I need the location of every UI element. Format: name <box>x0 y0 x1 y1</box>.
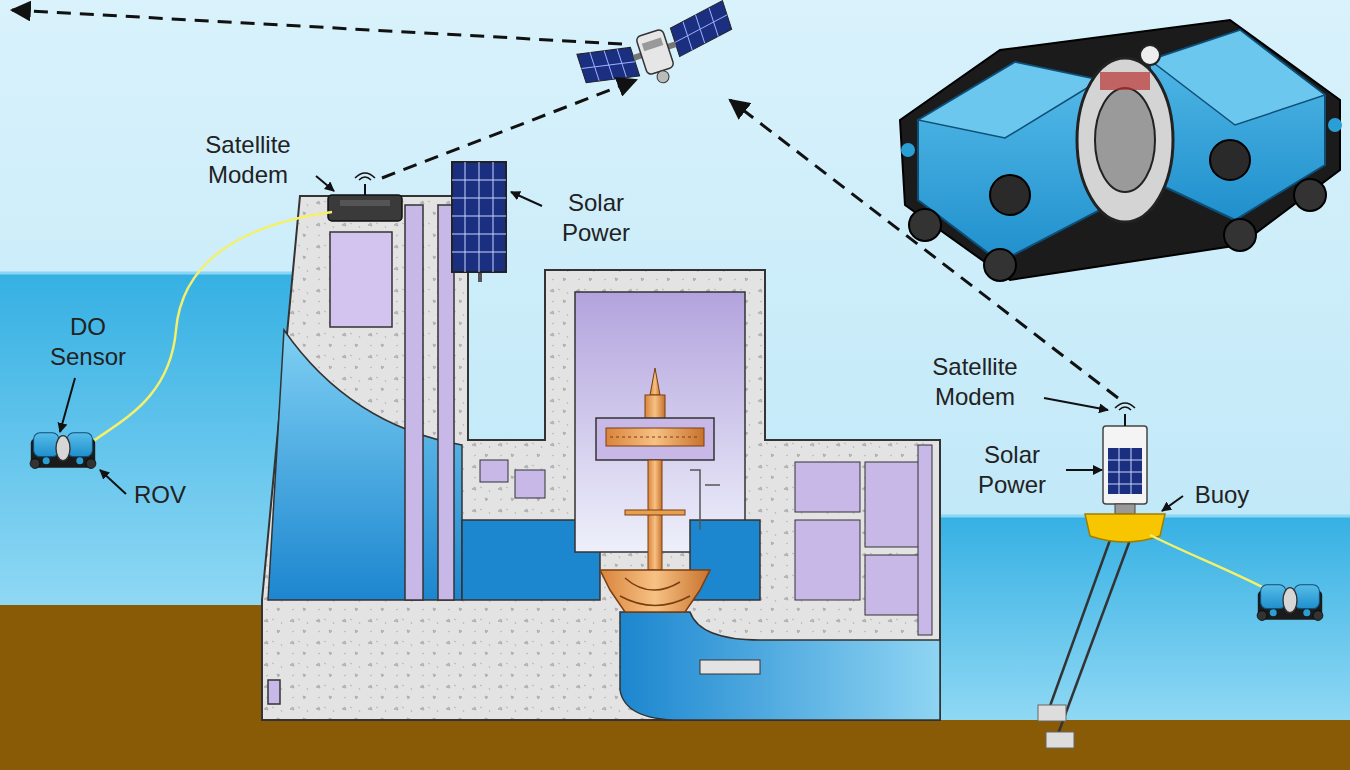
leader-arrow <box>1162 496 1183 511</box>
callout-label: DO Sensor <box>33 312 143 372</box>
draft-tube <box>620 612 940 720</box>
chamber <box>515 470 545 498</box>
leader-arrow <box>1066 469 1102 471</box>
rov-illustration <box>900 20 1342 281</box>
satellite-link <box>382 80 636 178</box>
chamber <box>330 232 392 327</box>
water-surface <box>0 272 300 275</box>
buoy <box>1038 403 1165 748</box>
callout-label: Buoy <box>1187 480 1257 510</box>
rov-small <box>30 433 96 469</box>
leader-arrow <box>1044 398 1108 410</box>
chamber <box>268 680 280 704</box>
powerhouse-room <box>575 292 745 552</box>
reservoir-water <box>0 272 300 605</box>
leader-arrow <box>100 470 126 494</box>
callout-label: Satellite Modem <box>910 352 1040 412</box>
leader-arrow <box>60 378 75 432</box>
gate-slot <box>405 205 423 600</box>
chamber <box>795 520 860 600</box>
tailwater <box>940 515 1350 720</box>
chamber <box>480 460 508 482</box>
draft-tube-pier <box>700 660 760 674</box>
dam-concrete <box>262 196 940 720</box>
solar-panel <box>452 162 506 282</box>
satellite <box>575 1 741 106</box>
rov-tether <box>1150 535 1268 590</box>
satellite-modem <box>328 173 402 221</box>
leader-arrow <box>511 192 542 206</box>
callout-label: Solar Power <box>962 440 1062 500</box>
gate-slot <box>918 445 932 635</box>
callout-label: Solar Power <box>546 188 646 248</box>
callout-label: ROV <box>130 480 190 510</box>
leader-arrow <box>316 176 334 191</box>
satellite-link <box>12 10 622 44</box>
intake-water <box>268 330 462 600</box>
riverbed-ground <box>0 605 1350 770</box>
chamber <box>795 462 860 512</box>
callout-label: Satellite Modem <box>183 130 313 190</box>
generator-turbine <box>596 368 720 612</box>
rov-small <box>1257 585 1323 621</box>
rov-tether <box>92 212 332 442</box>
